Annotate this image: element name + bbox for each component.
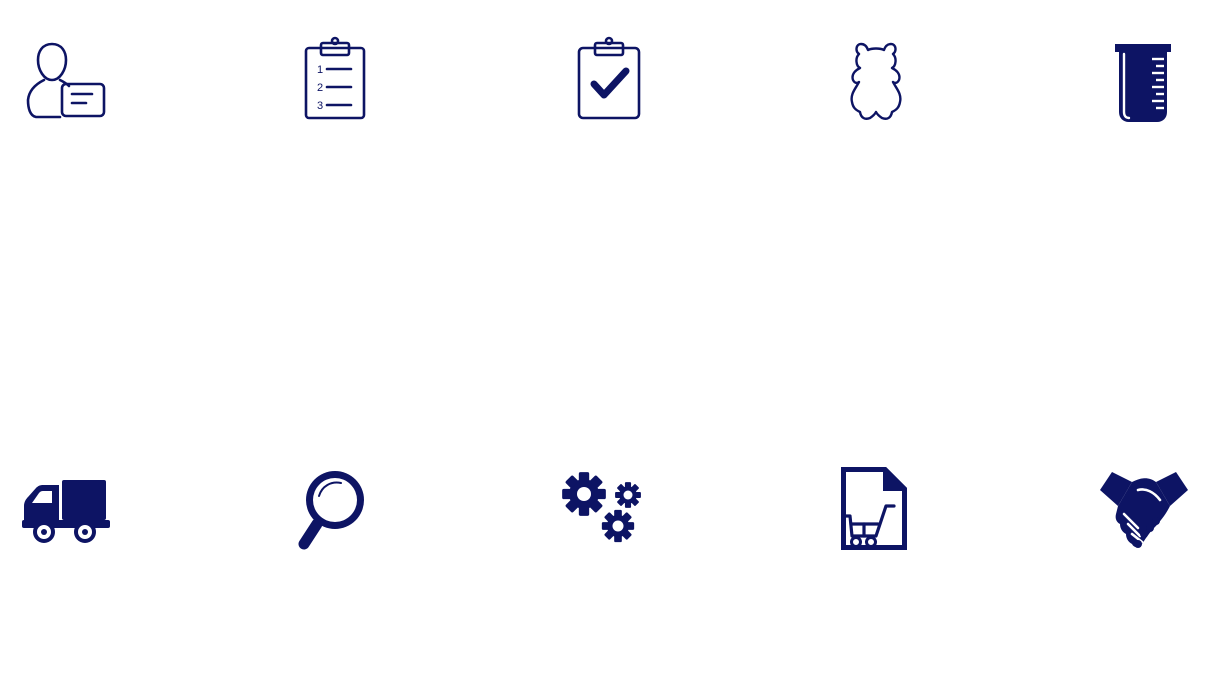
teddy-bear-icon[interactable] <box>846 38 906 122</box>
shopping-document-icon[interactable] <box>840 466 908 552</box>
user-message-icon[interactable] <box>22 36 108 122</box>
handshake-icon[interactable] <box>1098 468 1190 552</box>
numbered-checklist-icon[interactable]: 1 2 3 <box>303 36 367 122</box>
checklist-number-2: 2 <box>317 82 323 94</box>
delivery-truck-icon[interactable] <box>22 476 110 543</box>
clipboard-check-icon[interactable] <box>576 36 642 122</box>
magnifier-icon[interactable] <box>297 466 369 552</box>
checklist-number-3: 3 <box>317 100 323 112</box>
checklist-number-1: 1 <box>317 64 323 76</box>
beaker-icon[interactable] <box>1112 42 1176 124</box>
gears-icon[interactable] <box>560 468 646 548</box>
